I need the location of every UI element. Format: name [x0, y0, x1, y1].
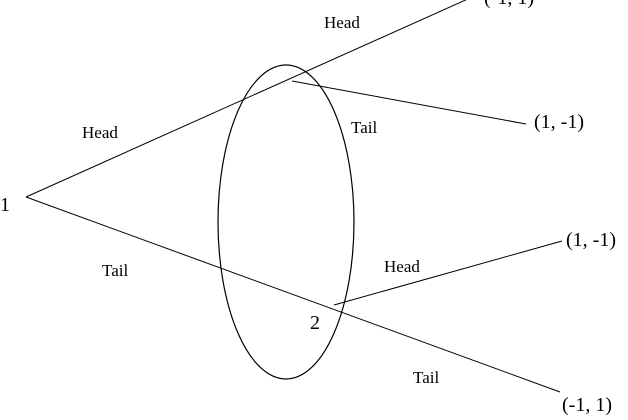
node-label-player-2: 2 — [310, 312, 320, 334]
edge-upper-tail — [291, 80, 527, 125]
edge-label-upper-tail: Tail — [351, 118, 377, 137]
payoff-head-head: (-1, 1) — [484, 0, 534, 9]
payoff-tail-head: (1, -1) — [566, 229, 616, 251]
information-set-ellipse — [217, 64, 355, 380]
edge-p1-tail — [25, 196, 561, 393]
payoff-tail-tail: (-1, 1) — [562, 394, 612, 416]
payoff-head-tail: (1, -1) — [534, 111, 584, 133]
node-label-player-1: 1 — [0, 194, 10, 216]
edge-p1-head — [25, 0, 467, 198]
edge-label-lower-tail: Tail — [413, 368, 439, 387]
edge-label-p1-tail: Tail — [102, 261, 128, 280]
edge-label-p1-head: Head — [82, 123, 118, 142]
edge-label-upper-head: Head — [324, 13, 360, 32]
edge-label-lower-head: Head — [384, 257, 420, 276]
edge-lower-head — [333, 240, 563, 306]
